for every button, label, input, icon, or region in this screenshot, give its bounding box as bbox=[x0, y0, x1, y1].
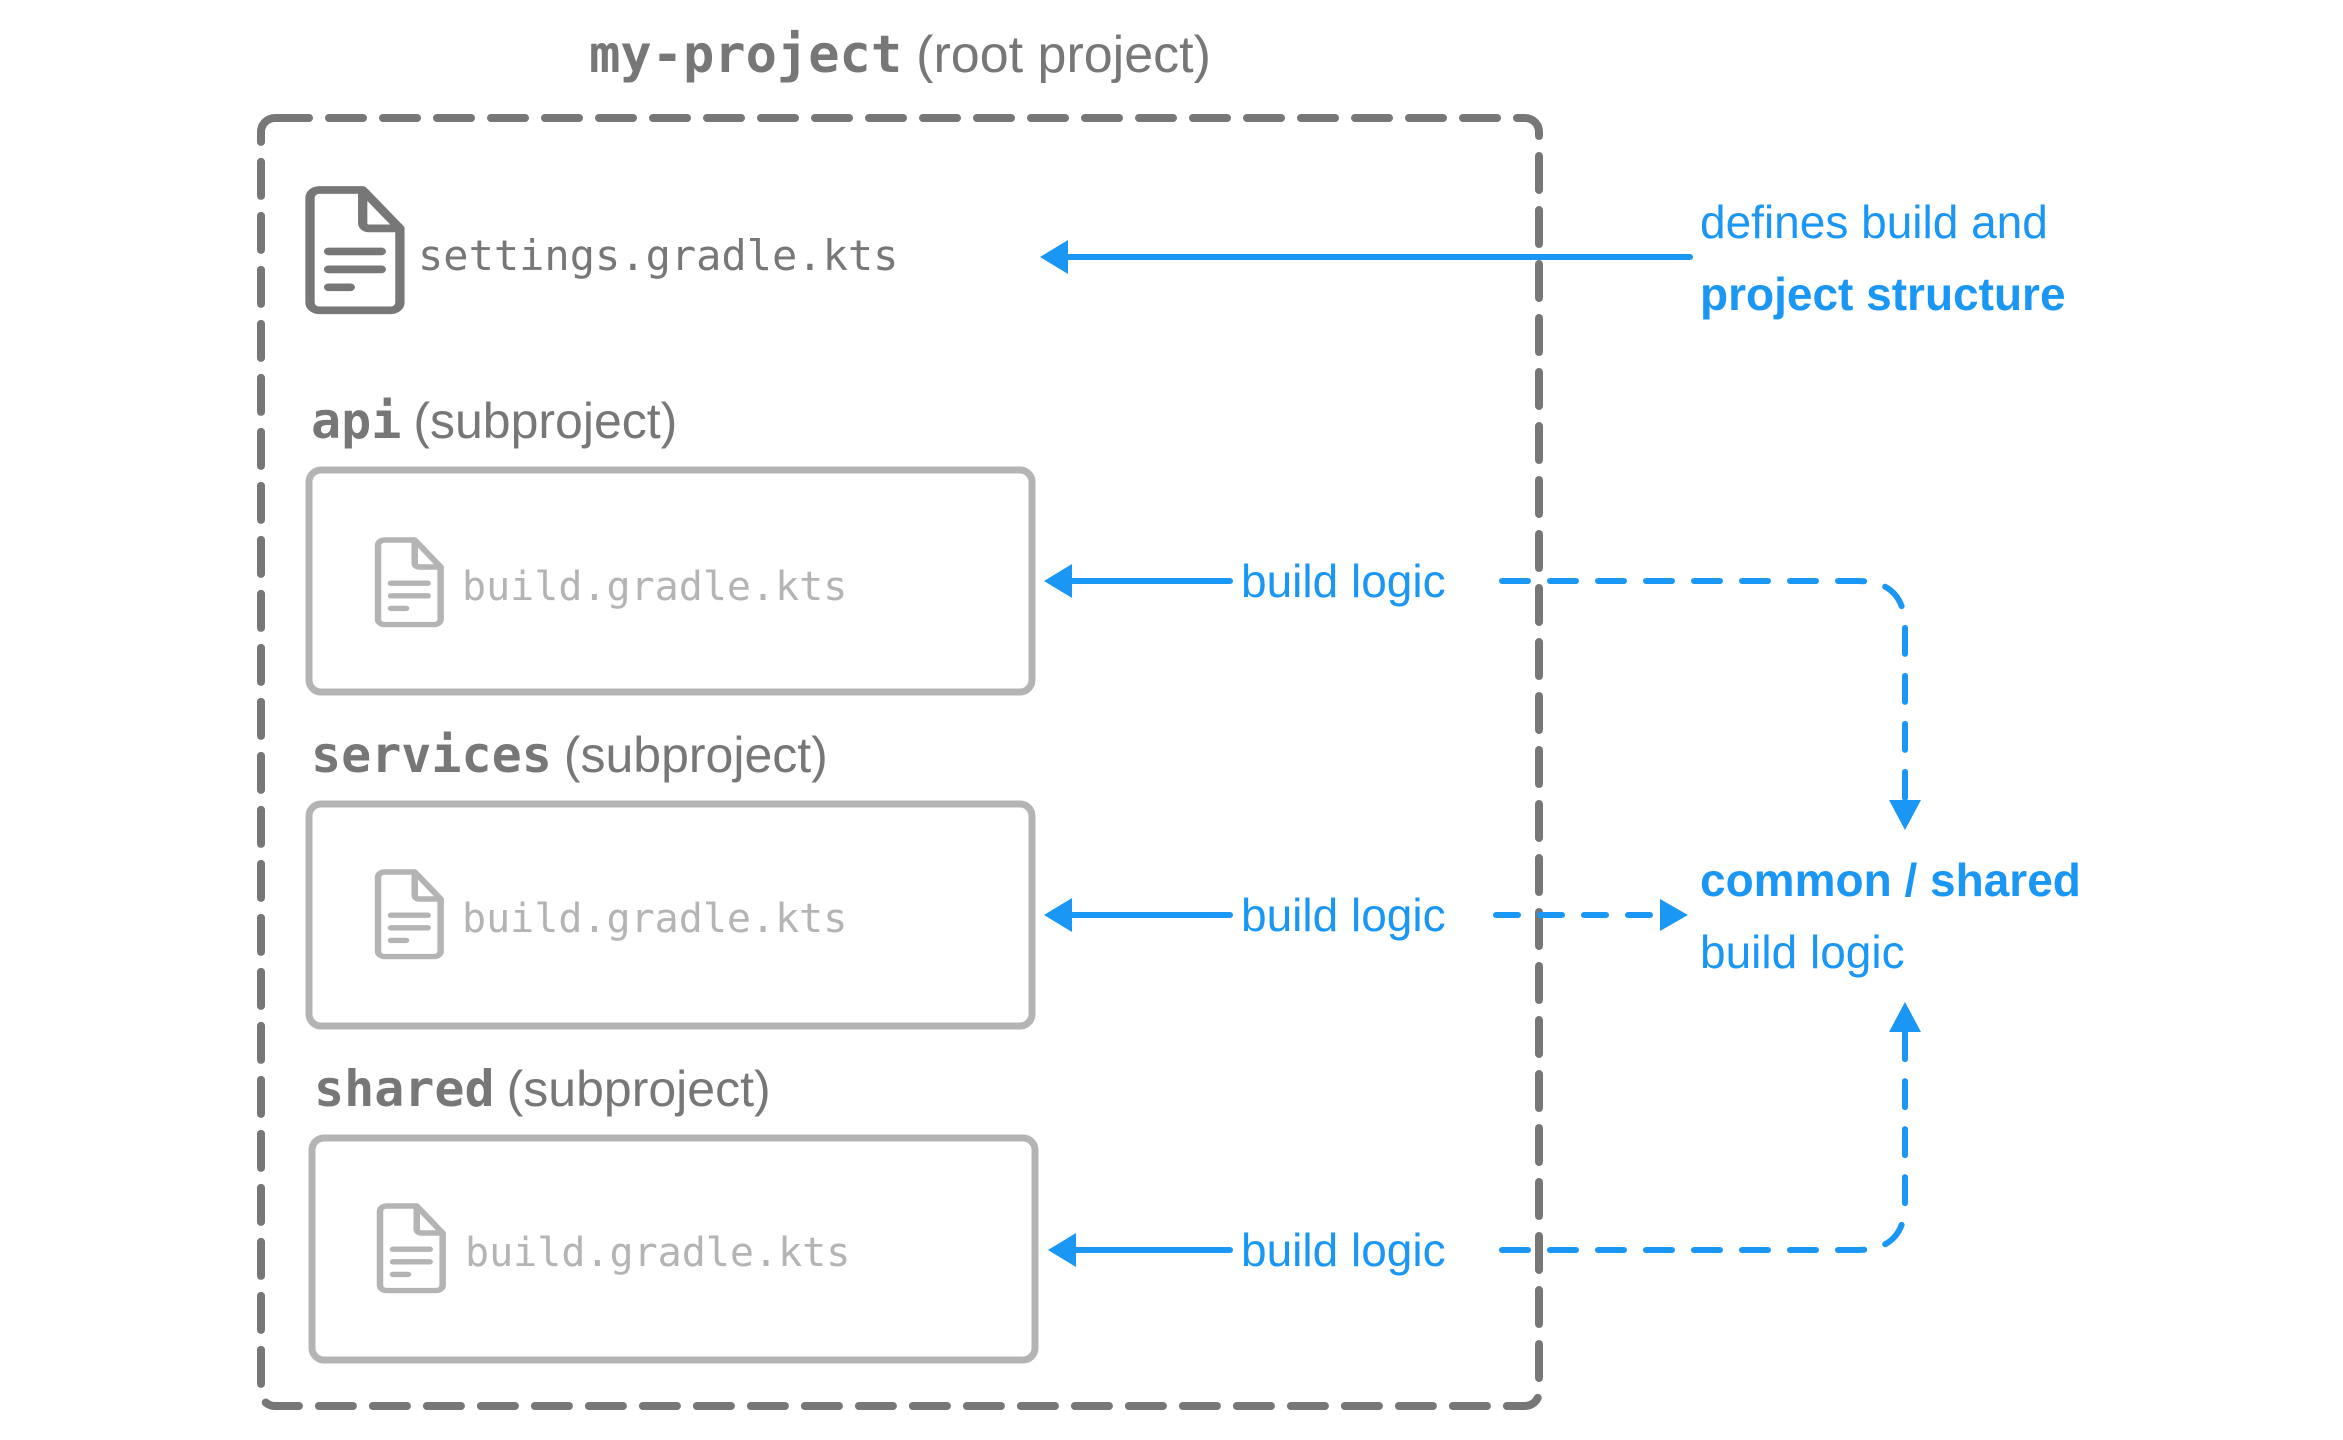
settings-file-label: settings.gradle.kts bbox=[418, 231, 898, 280]
subproject-label-services: services(subproject) bbox=[311, 726, 828, 784]
subproject-name: api bbox=[311, 392, 401, 450]
subproject-suffix: (subproject) bbox=[413, 393, 677, 449]
subproject-label-api: api(subproject) bbox=[311, 392, 677, 450]
subproject-box-shared bbox=[308, 1134, 1039, 1364]
subproject-suffix: (subproject) bbox=[564, 727, 828, 783]
connector-arrow-head-down bbox=[1889, 800, 1921, 830]
build-logic-arrow-shared: build logic bbox=[1048, 1224, 1446, 1276]
dashed-connector-api bbox=[1499, 578, 1908, 803]
subproject-box-services bbox=[305, 800, 1036, 1030]
subproject-label-shared: shared(subproject) bbox=[314, 1060, 771, 1118]
settings-document-icon bbox=[310, 190, 400, 310]
shared-logic-line1: common / shared bbox=[1700, 854, 2081, 906]
build-logic-label: build logic bbox=[1241, 555, 1446, 607]
settings-note-line1: defines build and bbox=[1700, 196, 2048, 248]
build-file-label-services: build.gradle.kts bbox=[462, 896, 847, 942]
settings-arrow-head bbox=[1040, 240, 1068, 274]
subproject-suffix: (subproject) bbox=[507, 1061, 771, 1117]
build-file-label-shared: build.gradle.kts bbox=[465, 1230, 850, 1276]
root-project-suffix: (root project) bbox=[916, 26, 1211, 84]
build-logic-arrow-api: build logic bbox=[1044, 555, 1446, 607]
build-logic-arrow-services: build logic bbox=[1044, 889, 1446, 941]
root-project-box bbox=[257, 114, 1543, 1410]
build-file-label-api: build.gradle.kts bbox=[462, 564, 847, 610]
root-project-title: my-project(root project) bbox=[589, 25, 1211, 85]
connector-arrow-head-up bbox=[1889, 1002, 1921, 1032]
subproject-name: services bbox=[311, 726, 552, 784]
subproject-box-api bbox=[305, 466, 1036, 696]
root-project-name: my-project bbox=[589, 25, 902, 85]
build-logic-label: build logic bbox=[1241, 889, 1446, 941]
connector-arrow-head-right bbox=[1660, 899, 1688, 931]
subproject-name: shared bbox=[314, 1060, 495, 1118]
dashed-connector-shared bbox=[1499, 1029, 1908, 1253]
build-logic-label: build logic bbox=[1241, 1224, 1446, 1276]
shared-logic-line2: build logic bbox=[1700, 926, 1905, 978]
settings-note-line2: project structure bbox=[1700, 268, 2066, 320]
